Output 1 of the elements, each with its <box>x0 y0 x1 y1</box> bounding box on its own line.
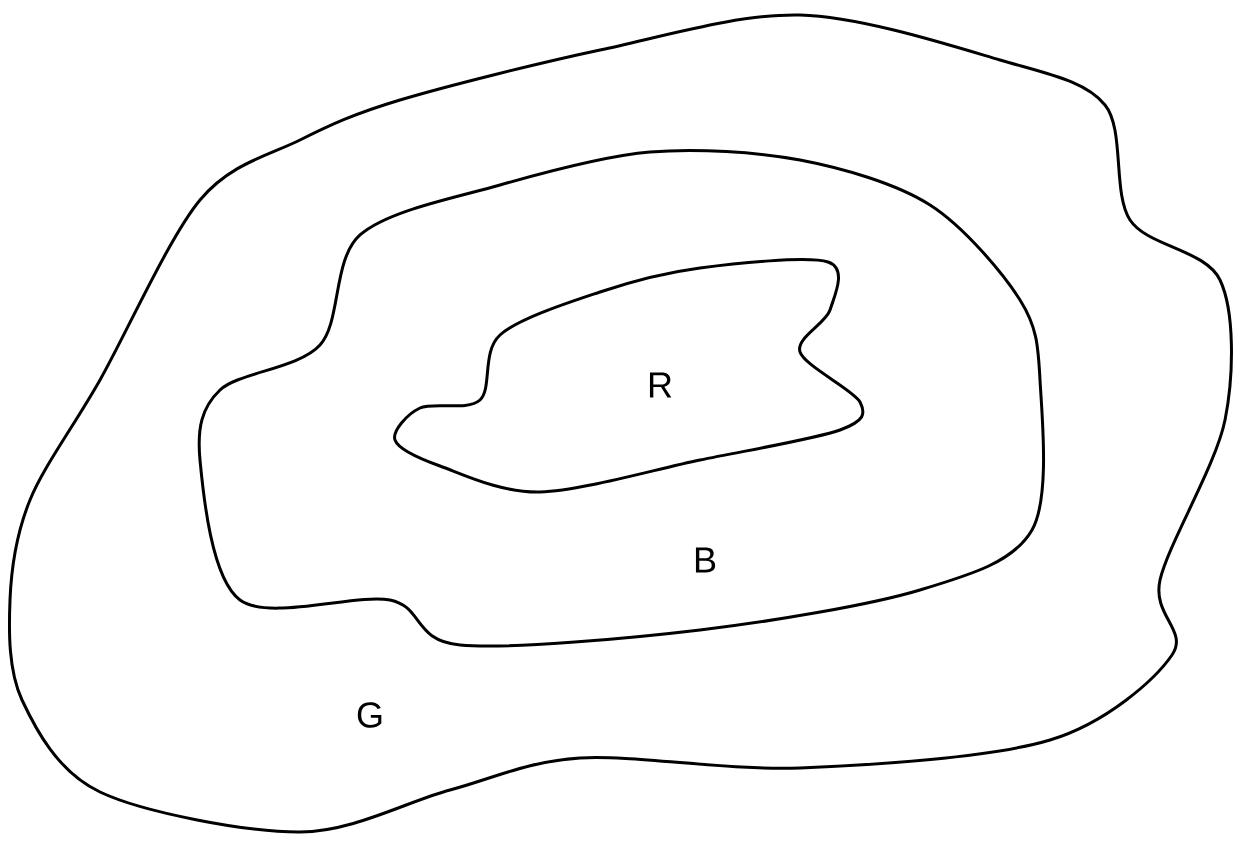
region-outline: R <box>393 258 865 494</box>
